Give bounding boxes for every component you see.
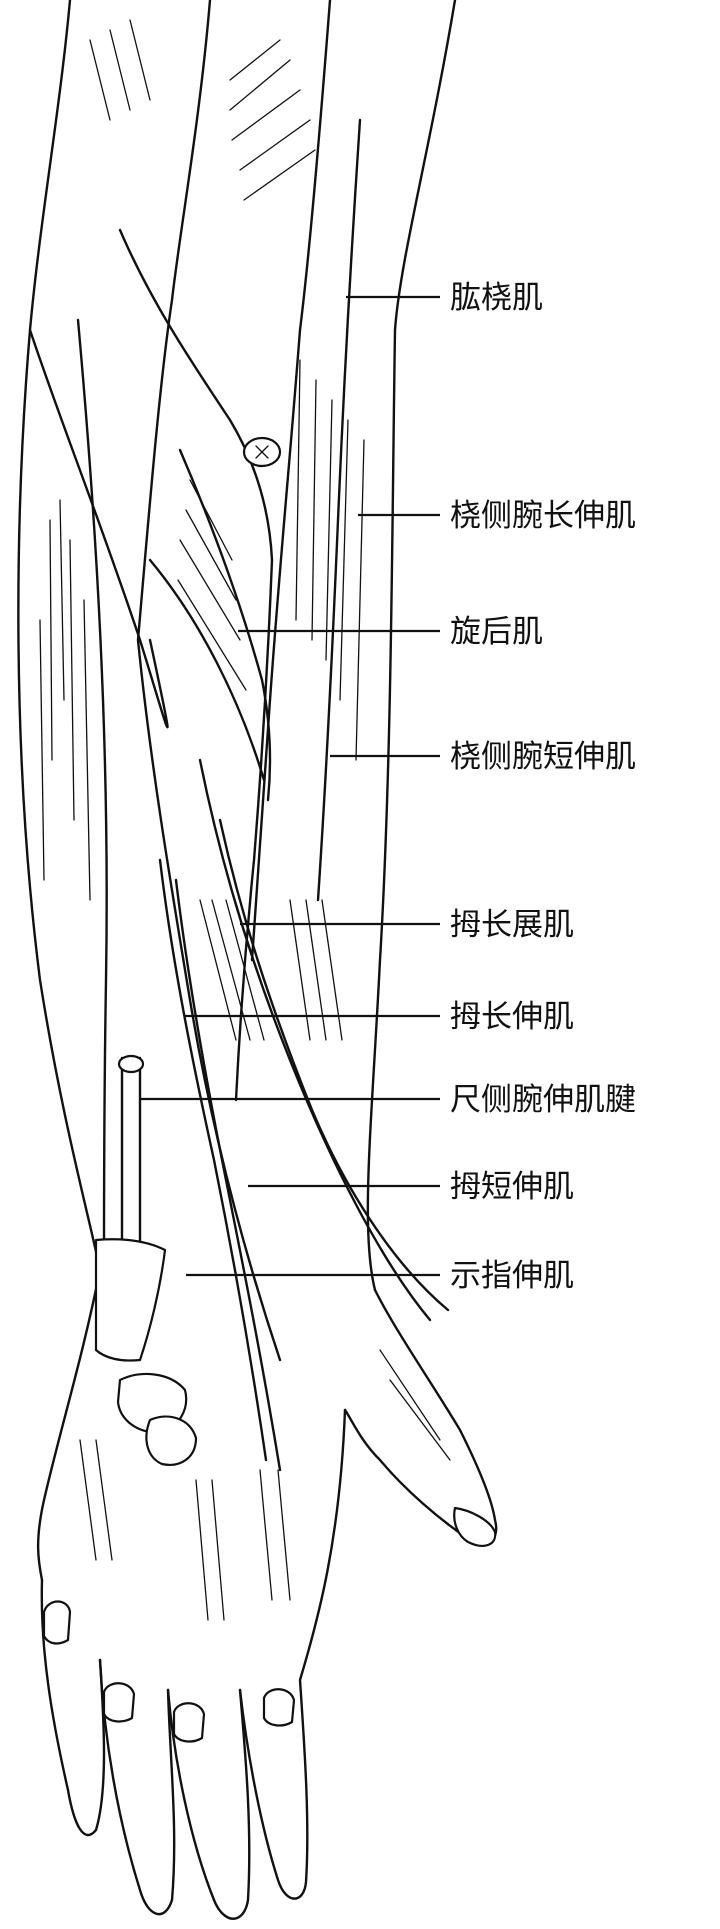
label-brachioradialis: 肱桡肌 <box>450 280 543 316</box>
forearm-illustration <box>17 0 498 1920</box>
label-epl: 拇长伸肌 <box>450 999 574 1035</box>
label-epb: 拇短伸肌 <box>450 1169 574 1205</box>
label-ecrb: 桡侧腕短伸肌 <box>450 739 636 775</box>
label-apl: 拇长展肌 <box>450 907 574 943</box>
labels: 肱桡肌 桡侧腕长伸肌 旋后肌 桡侧腕短伸肌 拇长展肌 拇长伸肌 尺侧腕伸肌腱 拇… <box>450 280 636 1294</box>
label-supinator: 旋后肌 <box>450 614 543 650</box>
label-ei: 示指伸肌 <box>450 1258 574 1294</box>
leader-lines <box>140 295 440 1277</box>
label-ecu-tendon: 尺侧腕伸肌腱 <box>450 1082 636 1118</box>
label-ecrl: 桡侧腕长伸肌 <box>450 498 636 534</box>
